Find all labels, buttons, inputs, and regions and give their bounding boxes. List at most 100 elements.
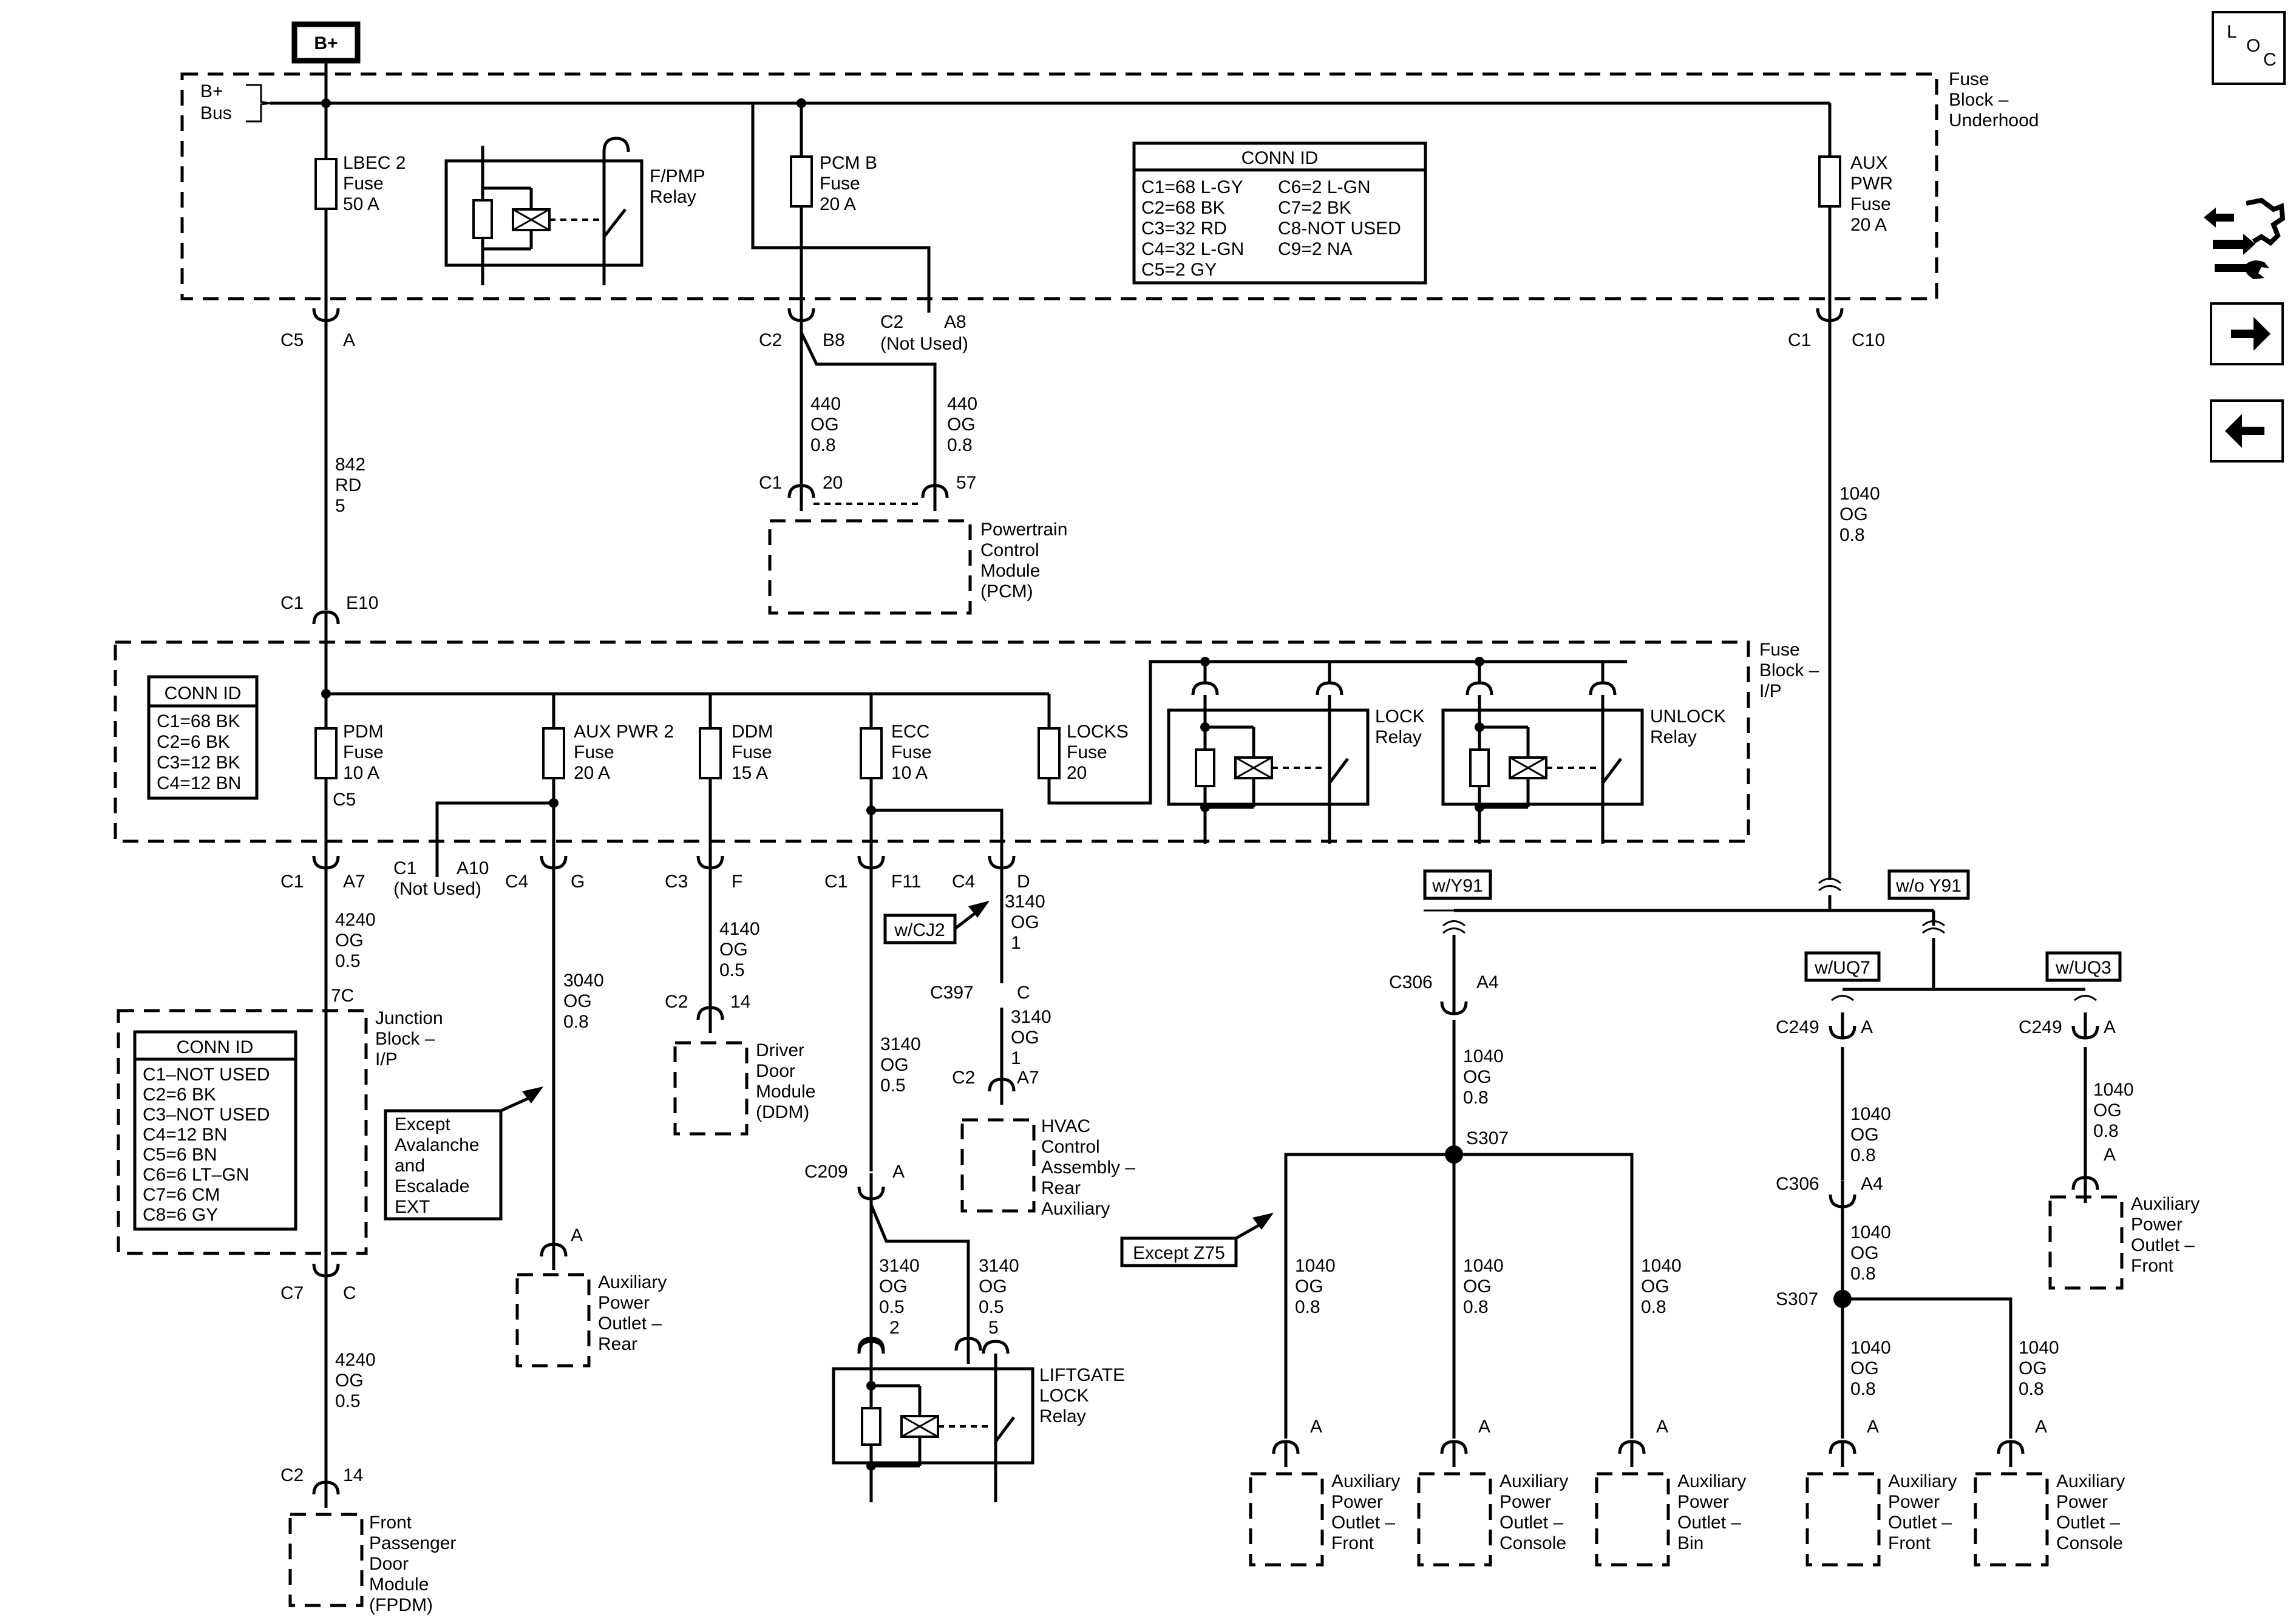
aux-fuse-4: 20 A [1850,215,1887,235]
uq3-of-3: Outlet – [2131,1235,2195,1255]
aux-fuse-3: Fuse [1850,194,1891,214]
ip-label-2: Block – [1759,660,1819,680]
aux-fuse-1: AUX [1850,153,1888,173]
aux-wire-2: OG [1839,504,1868,524]
ddm-module [673,1041,749,1136]
aux2-c1-pin: A10 [457,858,489,878]
w-cj2-label [883,914,957,944]
ecc-fuse-1: ECC [891,722,929,742]
y91-branch-pin: A [1310,1417,1322,1437]
prev-arrow-icon[interactable] [2210,399,2284,463]
pdm-c1: C1 [280,872,304,892]
aux-c1-pin: C10 [1852,330,1885,350]
connector-glyph [857,842,885,870]
ddm-fuse-1: DDM [732,722,773,742]
ecc-c4: C4 [952,872,975,892]
y91-outlet-label: Power [1500,1492,1551,1512]
connector-glyph [1997,1440,2025,1467]
lbec-fuse-3: 50 A [343,194,379,214]
loc-button[interactable]: L O C [2212,11,2286,85]
loc-l: L [2227,22,2237,42]
lbec2-fuse [314,158,338,210]
uh-conn-right-row: C7=2 BK [1278,198,1351,218]
locks-fuse-3: 20 [1067,763,1087,783]
aux-outlet-module [1417,1472,1492,1567]
lbec-c1: C1 [280,593,304,613]
underhood-label-2: Block – [1949,90,2009,110]
underhood-conn-id-table [1132,141,1427,285]
uq3-c249-pin: A [2104,1017,2116,1037]
ip-label-1: Fuse [1759,640,1800,660]
y91-wire-3: 0.8 [1463,1088,1489,1108]
aux-outlet-module [1974,1472,2049,1567]
locks-fuse-2: Fuse [1067,742,1107,762]
pdm-wire2-2: OG [335,1371,364,1391]
pcm-c1-20: 20 [823,473,843,493]
service-icon[interactable] [2204,197,2286,279]
pcm-c2-pin: B8 [823,330,845,350]
jb-conn-row: C5=6 BN [143,1145,217,1165]
uq7: w/UQ7 [1814,958,1870,978]
aux-rear-3: Outlet – [598,1314,662,1334]
uq-c-2: OG [2019,1358,2047,1378]
y91-outlet-label: Outlet – [1500,1513,1563,1533]
ip-label-3: I/P [1759,681,1782,701]
aux2-c1-nu: (Not Used) [393,879,481,899]
ecc-c-2: OG [1011,1028,1039,1048]
jb-conn-row: C8=6 GY [143,1205,218,1225]
ddm-mod-4: (DDM) [756,1102,809,1122]
y91-c306-pin: A4 [1476,972,1499,992]
uq-c306-pin: A4 [1861,1174,1883,1194]
next-arrow-icon[interactable] [2210,302,2284,365]
aux2-wire-2: OG [563,991,592,1011]
ecc-c1-pin: F11 [891,872,921,892]
lbec-fuse-1: LBEC 2 [343,153,406,173]
uh-conn-left-row: C1=68 L-GY [1141,177,1243,197]
hvac-2: Control [1041,1137,1100,1157]
y91-branch-wire-2: OG [1641,1276,1669,1297]
pdm-wire1-1: 4240 [335,910,376,930]
pdm-fuse-2: Fuse [343,742,384,762]
locks-fuse-1: LOCKS [1067,722,1129,742]
ecc-c-3: 1 [1011,1048,1021,1068]
woy91: w/o Y91 [1895,876,1961,896]
liftgate-lock-relay [832,1367,1034,1465]
jb-conn-title: CONN ID [177,1037,254,1057]
pcm-c2a8-2: A8 [944,312,966,332]
y91-branch-wire-3: 0.8 [1641,1297,1666,1317]
aux2-c4: C4 [505,872,528,892]
loc-c: C [2263,50,2277,70]
unlock-relay [1441,708,1644,806]
pcm-module-3: Module [980,561,1040,581]
ecc-c397: C397 [930,983,974,1003]
ddm-fuse-2: Fuse [732,742,772,762]
y91-branch-wire-1: 1040 [1463,1256,1504,1276]
uq3-of-4: Front [2131,1256,2174,1276]
ddm-c2-pin: 14 [730,992,750,1012]
uq-splice: S307 [1776,1289,1818,1309]
connector-glyph [988,842,1016,870]
uq7-c249-pin: A [1861,1017,1873,1037]
connector-glyph [2071,1012,2099,1040]
pcmb-fuse-3: 20 A [820,194,856,214]
aux-rear-1: Auxiliary [598,1272,667,1292]
hvac-5: Auxiliary [1041,1199,1110,1219]
liftgate-1: LIFTGATE [1039,1365,1125,1385]
uq3-wire-3: 0.8 [2093,1121,2119,1141]
uq-outlet-label: Outlet – [1888,1513,1952,1533]
pdm-wire1-3: 0.5 [335,951,361,971]
ecc-d-1: 3140 [1005,892,1045,912]
uh-conn-right-row: C6=2 L-GN [1278,177,1371,197]
connector-glyph [312,610,340,637]
y91-branch-wire-1: 1040 [1641,1256,1682,1276]
aux-rear-2: Power [598,1293,650,1313]
aux-wire-1: 1040 [1839,484,1880,504]
y91-branch-wire-2: OG [1463,1276,1492,1297]
ddm-fuse-3: 15 A [732,763,768,783]
ecc-fuse-2: Fuse [891,742,932,762]
y91-outlet-label: Auxiliary [1677,1471,1746,1491]
ecc-hvac-c2: C2 [952,1068,975,1088]
y91-outlet-label: Auxiliary [1331,1471,1400,1491]
uq3-wire-1: 1040 [2093,1080,2134,1100]
y91-branch-wire-2: OG [1295,1276,1323,1297]
